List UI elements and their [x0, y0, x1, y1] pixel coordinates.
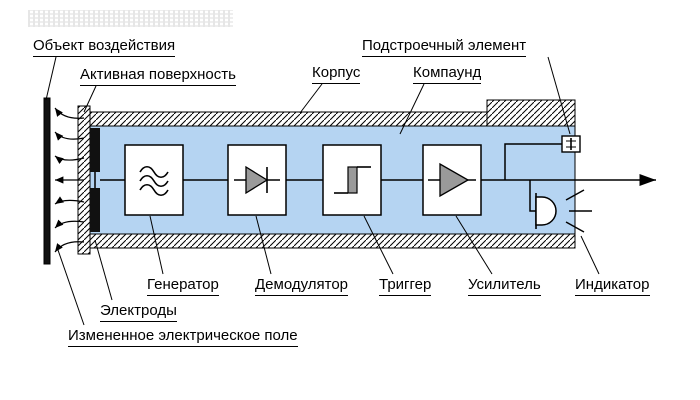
- callout-lines: [45, 56, 600, 326]
- block-amplifier: [422, 144, 482, 216]
- leader-housing: [299, 83, 323, 114]
- led-rays-icon: [565, 189, 592, 233]
- electric-field-arrows: [54, 107, 85, 253]
- label-compound: Компаунд: [413, 63, 482, 84]
- label-trimmer: Подстроечный элемент: [362, 36, 527, 57]
- label-indicator: Индикатор: [575, 275, 650, 296]
- block-generator: [124, 144, 184, 216]
- leader-generator: [149, 215, 164, 275]
- watermark-artifact: [28, 10, 233, 27]
- label-housing: Корпус: [312, 63, 361, 84]
- leader-indicator: [580, 235, 600, 275]
- leader-trimmer: [547, 56, 571, 135]
- block-demodulator: [227, 144, 287, 216]
- led-indicator: [535, 189, 592, 233]
- housing-bottom-wall: [89, 233, 576, 249]
- function-blocks: [124, 144, 482, 216]
- target-object-plate: [43, 97, 51, 265]
- leader-field: [57, 249, 85, 326]
- electrode-bottom: [90, 188, 100, 232]
- label-object: Объект воздействия: [33, 36, 176, 57]
- generator-wave-icon: [139, 165, 169, 197]
- block-trigger: [322, 144, 382, 216]
- label-amplifier: Усилитель: [468, 275, 541, 296]
- diode-icon: [234, 165, 280, 195]
- housing-top-wall: [89, 99, 576, 127]
- label-generator: Генератор: [147, 275, 219, 296]
- electrodes-bars: [90, 128, 100, 232]
- amplifier-triangle-icon: [428, 162, 476, 198]
- trimmer-element: [561, 135, 581, 153]
- signal-wires: [100, 143, 656, 212]
- leader-compound: [399, 83, 425, 135]
- label-demodulator: Демодулятор: [255, 275, 349, 296]
- label-active-surface: Активная поверхность: [80, 65, 236, 86]
- label-electrodes: Электроды: [100, 301, 177, 322]
- housing-walls: [89, 99, 576, 249]
- leader-electrodes: [94, 239, 113, 301]
- trimmer-wire: [504, 143, 562, 180]
- label-trigger: Триггер: [379, 275, 432, 296]
- leader-object: [45, 56, 57, 101]
- leader-active-surface: [83, 85, 97, 113]
- leader-demodulator: [255, 215, 272, 275]
- leader-amplifier: [455, 215, 493, 275]
- indicator-wire: [529, 180, 536, 212]
- label-field: Измененное электрическое поле: [68, 326, 298, 347]
- leader-trigger: [363, 215, 394, 275]
- electrode-top: [90, 128, 100, 172]
- trigger-step-icon: [334, 166, 371, 194]
